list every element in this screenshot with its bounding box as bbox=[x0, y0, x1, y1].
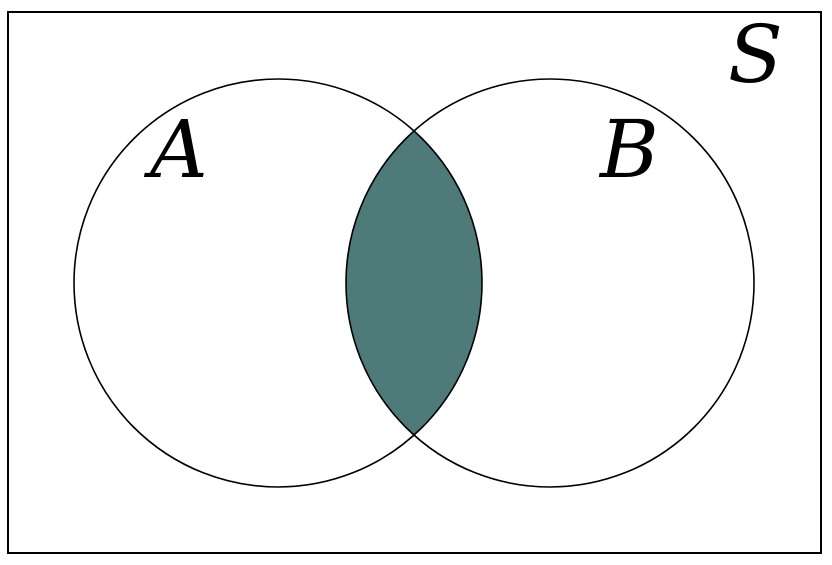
set-b-label: B bbox=[598, 103, 659, 196]
set-a-circle bbox=[73, 78, 483, 488]
set-a-label: A bbox=[143, 103, 208, 196]
set-b-circle bbox=[345, 78, 755, 488]
universe-label: S bbox=[728, 8, 783, 101]
intersection-region bbox=[346, 79, 482, 487]
